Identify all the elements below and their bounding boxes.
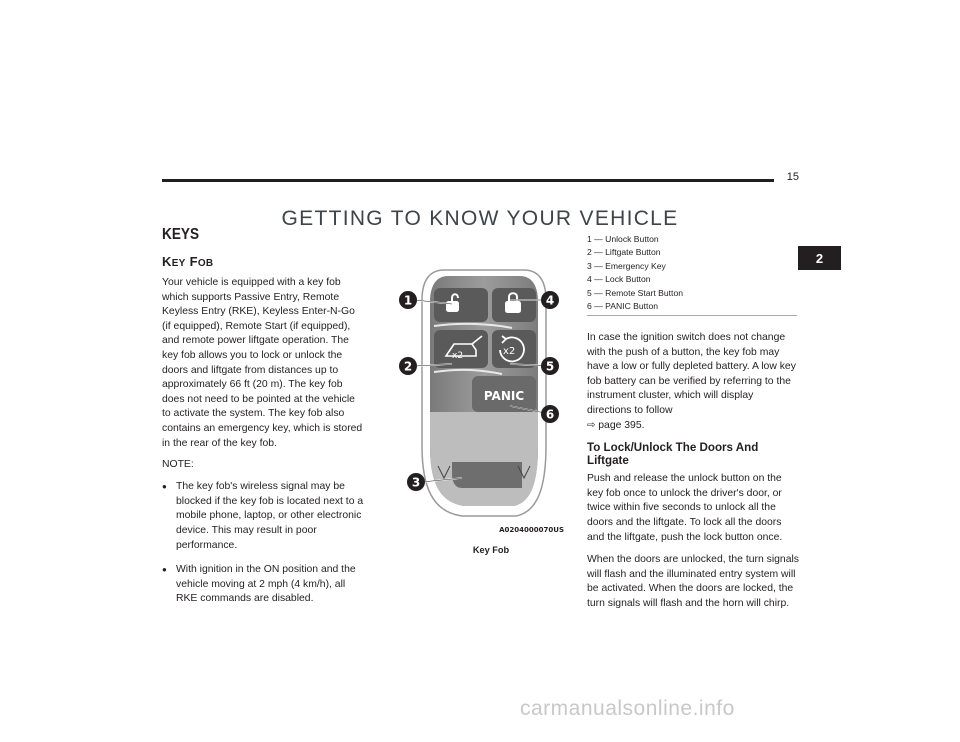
note-bullets: The key fob's wireless signal may be blo… [162,480,364,607]
note-label: NOTE: [162,459,194,471]
lock-icon [505,292,521,313]
remote-start-icon [499,335,525,363]
figure-caption: Key Fob [472,545,510,555]
figure-legend: 1 — Unlock Button 2 — Liftgate Button 3 … [587,233,797,317]
callout-6: 6 [546,408,554,422]
legend-item: 3 — Emergency Key [587,260,666,271]
callout-3: 3 [412,476,420,490]
subsection-title-ey: EY [171,258,186,269]
groove [433,368,503,375]
callout-1-circle [399,291,417,309]
callout-6-circle [541,405,559,423]
panic-label: PANIC [484,389,524,403]
callout-4: 4 [546,294,554,308]
battery-paragraph-text: In case the ignition switch does not cha… [587,332,796,416]
liftgate-button [434,330,488,368]
lock-unlock-paragraph: Push and release the unlock button on th… [587,473,783,543]
emergency-key-notch [517,465,531,480]
subsection-title: KEY FOB [162,254,364,269]
turn-signal-paragraph: When the doors are unlocked, the turn si… [587,554,799,609]
page-number: 15 [786,171,799,183]
note-bullet: The key fob's wireless signal may be blo… [162,480,364,553]
unlock-button [434,288,488,322]
callout-3-circle [407,473,425,491]
page-ref-arrow-icon: ⇨ [587,419,596,431]
subsection-title-k: K [162,254,172,269]
header-rule [162,179,774,182]
legend-item: 2 — Liftgate Button [587,247,661,258]
note-bullet: With ignition in the ON position and the… [162,563,364,607]
figure-image-code: A0204000070US [499,526,564,534]
legend-item: 4 — Lock Button [587,274,651,285]
liftgate-icon [444,335,483,357]
callout-2: 2 [404,360,412,374]
emergency-key-notch [437,465,451,480]
subsection-title-ob: OB [197,258,214,269]
callout-5: 5 [546,360,554,374]
callout-4-circle [541,291,559,309]
chapter-title: GETTING TO KNOW YOUR VEHICLE [281,207,679,231]
emergency-key [452,462,522,488]
legend-rule [587,315,797,317]
callout-5-circle [541,357,559,375]
key-fob-figure: x2 x2 PANIC [392,266,566,538]
intro-paragraph: Your vehicle is equipped with a key fob … [162,277,363,449]
legend-item: 1 — Unlock Button [587,234,659,244]
legend-item: 5 — Remote Start Button [587,287,684,298]
page-reference-link[interactable]: page 395. [598,419,645,431]
lock-unlock-heading: To Lock/Unlock The Doors And Liftgate [587,441,759,468]
fob-lower-panel [430,412,538,506]
watermark: carmanualsonline.info [520,697,735,720]
key-fob-illustration: x2 x2 PANIC [399,269,564,534]
left-column: KEYS KEY FOB Your vehicle is equipped wi… [162,226,364,617]
panic-button [472,376,536,412]
battery-paragraph: In case the ignition switch does not cha… [587,331,799,433]
callout-2-circle [399,357,417,375]
legend-item: 6 — PANIC Button [587,301,659,312]
chapter-tab: 2 [798,246,841,270]
remote-start-x2-label: x2 [503,346,515,357]
subsection-title-f: F [185,254,198,269]
liftgate-x2-label: x2 [452,351,463,361]
section-title: KEYS [162,226,200,243]
callout-1: 1 [404,294,412,308]
right-column: In case the ignition switch does not cha… [587,331,799,620]
groove [433,322,513,329]
